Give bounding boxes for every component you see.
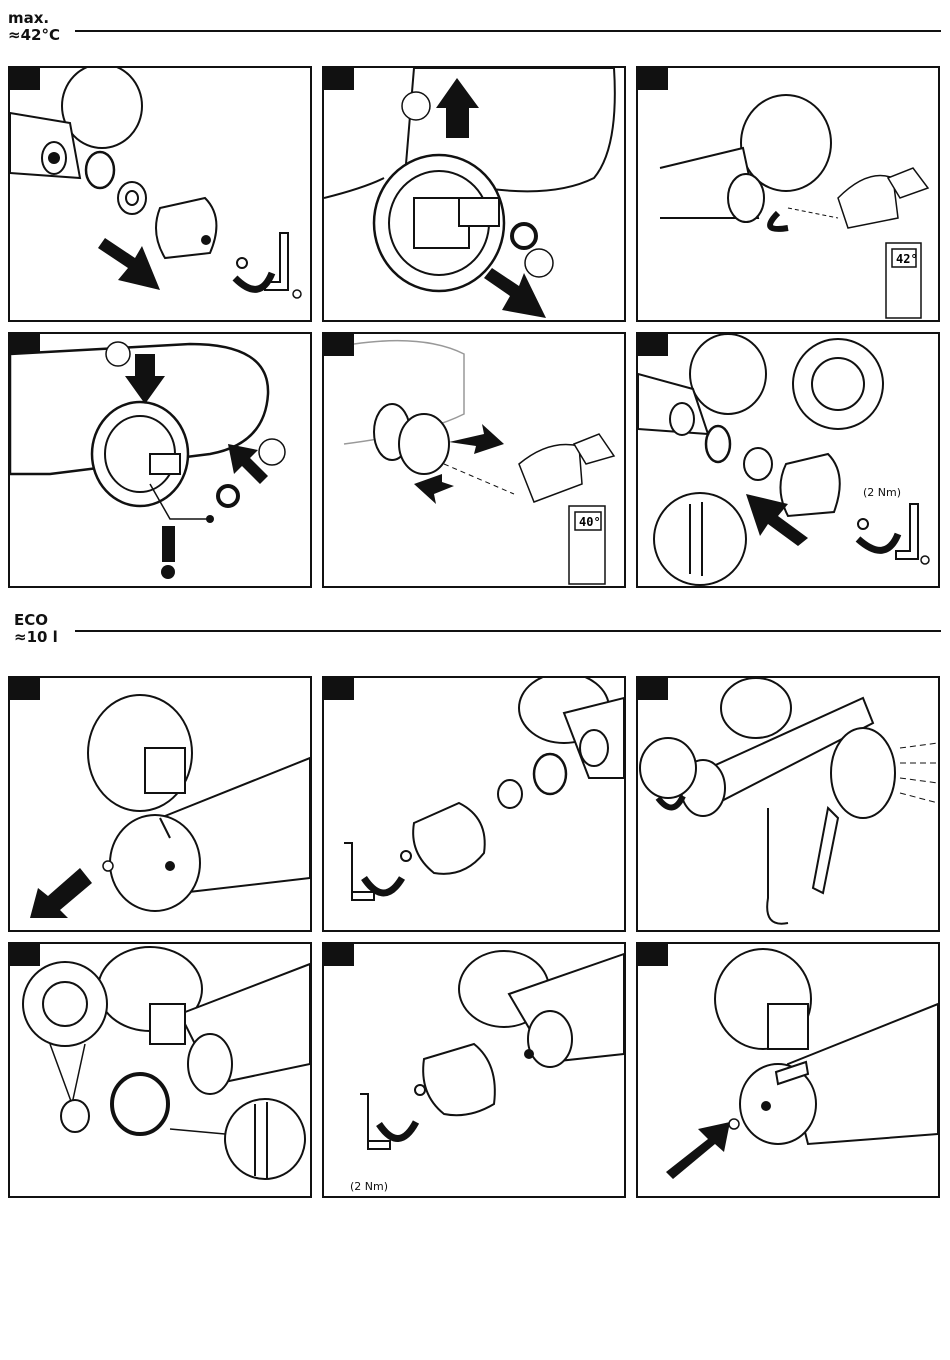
step-panel-3: 42° xyxy=(636,66,940,322)
step-illustration xyxy=(10,678,310,930)
step-panel-2 xyxy=(322,66,626,322)
step-illustration: 42° xyxy=(638,68,938,320)
step-illustration xyxy=(10,944,310,1196)
step-illustration xyxy=(638,334,938,586)
step-panel-9 xyxy=(636,676,940,932)
hex-key-icon xyxy=(360,1094,390,1149)
step-panel-4 xyxy=(8,332,312,588)
section-eco-title: ECO xyxy=(14,612,58,629)
step-illustration xyxy=(638,678,938,930)
arrow-icon xyxy=(666,1122,730,1179)
hex-key-icon xyxy=(344,843,374,900)
step-illustration: 40° xyxy=(324,334,624,586)
step-illustration xyxy=(324,944,624,1196)
step-illustration xyxy=(10,68,310,320)
section-max-header: max. ≈42°C xyxy=(8,10,60,44)
section-eco-rule xyxy=(75,630,941,632)
shower-head-icon xyxy=(813,728,895,893)
hand-icon xyxy=(519,444,582,502)
step-illustration xyxy=(638,944,938,1196)
section-max-temp: ≈42°C xyxy=(8,27,60,44)
step-panel-1 xyxy=(8,66,312,322)
torque-label: (2 Nm) xyxy=(350,1180,388,1193)
step-panel-12 xyxy=(636,942,940,1198)
section-max-rule xyxy=(75,30,941,32)
arrow-icon xyxy=(30,868,92,918)
step-illustration xyxy=(10,334,310,586)
step-illustration xyxy=(324,68,624,320)
section-max-title: max. xyxy=(8,10,60,27)
step-panel-5: 40° xyxy=(322,332,626,588)
section-eco-volume: ≈10 l xyxy=(14,629,58,646)
arrow-icon xyxy=(449,424,504,454)
step-panel-10 xyxy=(8,942,312,1198)
thermometer-display: 40° xyxy=(579,515,601,529)
arrow-icon xyxy=(414,474,454,504)
thermometer-display: 42° xyxy=(896,252,918,266)
step-panel-8 xyxy=(322,676,626,932)
step-illustration xyxy=(324,678,624,930)
step-panel-6: (2 Nm) xyxy=(636,332,940,588)
step-panel-11: (2 Nm) xyxy=(322,942,626,1198)
exclamation-icon xyxy=(161,526,175,579)
section-eco-header: ECO ≈10 l xyxy=(14,612,58,646)
torque-label: (2 Nm) xyxy=(863,486,901,499)
hex-key-icon xyxy=(896,504,918,559)
hand-icon xyxy=(838,176,898,229)
arrow-icon xyxy=(98,238,160,290)
step-panel-7 xyxy=(8,676,312,932)
